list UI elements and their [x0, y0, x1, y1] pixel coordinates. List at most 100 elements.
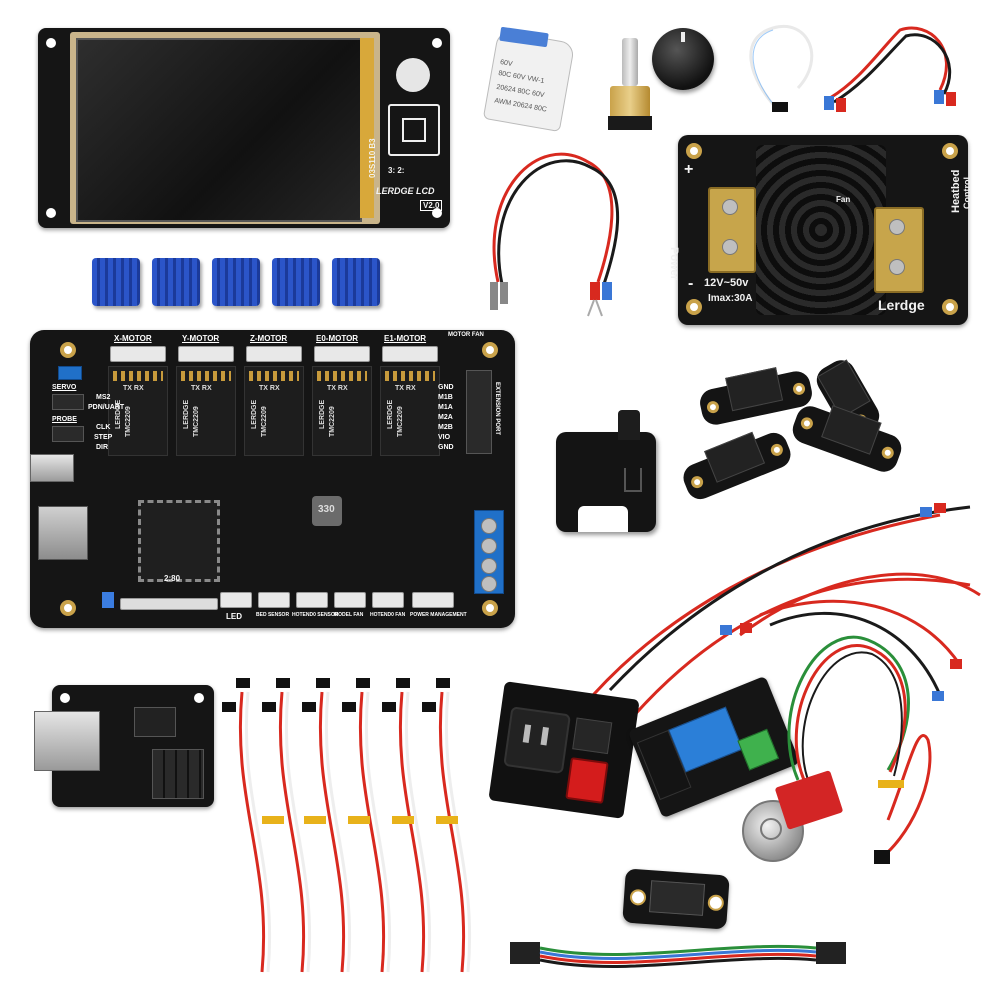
driver-brand: LERDGE [251, 399, 258, 429]
usb-port [30, 454, 74, 482]
lcd-version: V2.0 [420, 200, 443, 211]
terminal-screw [481, 576, 497, 592]
terminal-screw [722, 199, 738, 215]
thermistor-cable [749, 25, 814, 112]
filament-sensor [548, 410, 658, 536]
lcd-ribbon-strip [360, 38, 374, 218]
stepper-heatsink [152, 258, 200, 306]
mounting-hole [432, 38, 442, 48]
driver-model: TMC2209 [397, 406, 404, 437]
driver-brand: LERDGE [387, 399, 394, 429]
current-label: Imax:30A [708, 293, 753, 304]
terminal-screw [889, 259, 905, 275]
mounting-hole [482, 600, 498, 616]
encoder-base [608, 116, 652, 130]
pin-label: M2A [438, 414, 453, 421]
driver-pin-top: TX RX [259, 385, 280, 392]
stepper-driver: TX RX LERDGE TMC2209 [380, 366, 440, 456]
terminal-screw [481, 558, 497, 574]
power-label: Power [668, 247, 680, 281]
mounting-hole [799, 415, 815, 432]
servo-label: SERVO [52, 384, 77, 391]
stepper-driver: TX RX LERDGE TMC2209 [108, 366, 168, 456]
mounting-hole [942, 143, 958, 159]
extension-port [466, 370, 492, 454]
stepper-driver: TX RX LERDGE TMC2209 [312, 366, 372, 456]
stepper-heatsink [272, 258, 320, 306]
endstop-switch [679, 428, 795, 504]
mosfet-heatsink [756, 145, 886, 315]
inductor [312, 496, 342, 526]
mounting-hole [942, 299, 958, 315]
mounting-hole [46, 38, 56, 48]
lcd-ribbon-id: 03S110 B3 [368, 138, 377, 178]
lcd-socket [388, 104, 440, 156]
lcd-module: 3: 2: 03S110 B3 LERDGE LCD V2.0 [38, 28, 450, 228]
mounting-hole [432, 208, 442, 218]
mounting-hole [46, 208, 56, 218]
driver-model: TMC2209 [193, 406, 200, 437]
stepper-heatsink [332, 258, 380, 306]
motor-header-label: E0-MOTOR [316, 334, 359, 343]
rocker-switch[interactable] [565, 757, 609, 804]
driver-pin-top: TX RX [123, 385, 144, 392]
stepper-heatsink [92, 258, 140, 306]
encoder-shaft [622, 38, 638, 86]
motor-connector [110, 346, 166, 362]
bottom-connector [220, 592, 252, 608]
servo-port [58, 366, 82, 380]
mounting-hole [60, 342, 76, 358]
stepper-driver: TX RX LERDGE TMC2209 [176, 366, 236, 456]
usb-adapter-board [34, 685, 214, 807]
power-socket [488, 681, 640, 819]
pin-label: GND [438, 384, 454, 391]
pin-label: VIO [438, 434, 451, 441]
terminal-screw [722, 239, 738, 255]
mosfet-module: + - Power Fan 12V~50v Imax:30A Heatbed C… [668, 135, 972, 325]
bottom-label: HOTEND0 SENSOR [292, 612, 339, 618]
power-wire-cable [490, 152, 620, 317]
polarity-minus: - [688, 275, 694, 292]
polarity-plus: + [684, 161, 694, 178]
reset-button[interactable] [102, 592, 114, 608]
bottom-label: POWER MANAGEMENT [410, 612, 467, 618]
pin-label: M2B [438, 424, 453, 431]
pin-label: GND [438, 444, 454, 451]
mounting-hole [686, 143, 702, 159]
usb-b-port [34, 711, 100, 771]
extension-port-label: EXTENSION PORT [494, 382, 500, 436]
stepper-heatsink [212, 258, 260, 306]
driver-model: TMC2209 [261, 406, 268, 437]
bottom-label: LED [226, 612, 242, 621]
pin-label: PDN/UART [88, 404, 125, 411]
motor-connector [314, 346, 370, 362]
bottom-connector [334, 592, 366, 608]
mcu-mark: 2:80 [164, 574, 181, 583]
bottom-label: BED SENSOR [256, 612, 290, 618]
long-cable-bundle [578, 503, 981, 721]
lcd-small-mark: 3: 2: [388, 166, 405, 175]
mounting-hole [707, 894, 725, 912]
probe-connector [52, 426, 84, 442]
driver-brand: LERDGE [319, 399, 326, 429]
iec-inlet [503, 706, 571, 775]
ffc-cable-roll: 60V 80C 60V VW-1 20624 80C 60V AWM 20624… [482, 26, 576, 133]
driver-pin-top: TX RX [395, 385, 416, 392]
mcu-chip [138, 500, 220, 582]
mainboard: X-MOTOR Y-MOTOR Z-MOTOR E0-MOTOR E1-MOTO… [30, 330, 515, 628]
jst-cable-bundle [222, 678, 472, 973]
pin-label: DIR [96, 444, 109, 451]
sensor-tube [618, 410, 640, 440]
breakout-connector [649, 880, 706, 916]
driver-model: TMC2209 [329, 406, 336, 437]
terminal-screw [481, 538, 497, 554]
bottom-label: HOTEND0 FAN [370, 612, 406, 618]
driver-pin-top: TX RX [191, 385, 212, 392]
heatbed-label: Heatbed [950, 169, 962, 213]
driver-pin-top: TX RX [327, 385, 348, 392]
adapter-header [152, 749, 204, 799]
terminal-screw [481, 518, 497, 534]
bottom-connector [296, 592, 328, 608]
relay-green-terminal [737, 728, 780, 771]
mounting-hole [60, 600, 76, 616]
